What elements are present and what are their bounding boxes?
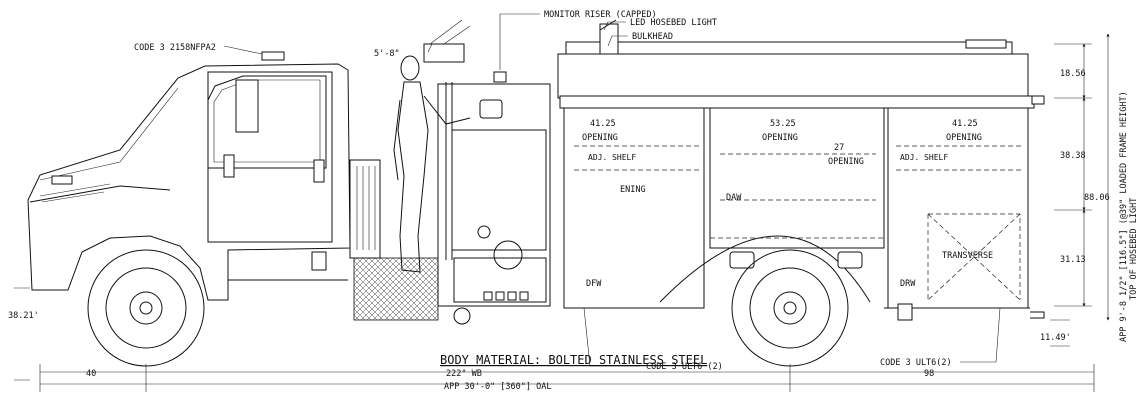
dimension-texts: 18.56 38.38 31.13 88.06 38.21' 11.49' 40…	[8, 69, 1110, 392]
ult6-right-label: CODE 3 ULT6(2)	[880, 358, 952, 368]
dim-front-approach: 38.21'	[8, 311, 39, 321]
person-figure	[393, 55, 471, 273]
dim-top: 18.56	[1060, 69, 1086, 79]
headlight	[51, 175, 73, 185]
dimension-lines	[14, 33, 1110, 392]
callout-texts: CODE 3 2158NFPA2 MONITOR RISER (CAPPED) …	[134, 10, 952, 372]
left-shelf: ADJ. SHELF	[588, 153, 636, 162]
dim-rear-overhang: 98	[924, 369, 934, 379]
side-mirror	[235, 79, 259, 133]
cab-lightbar	[261, 51, 285, 61]
step-tread	[353, 257, 439, 321]
front-wheel	[87, 249, 205, 367]
center-opening: OPENING	[762, 133, 798, 143]
dim-total: 88.06	[1084, 193, 1110, 203]
hosebed-light-label: LED HOSEBED LIGHT	[630, 18, 717, 28]
battery-box	[349, 159, 381, 259]
dim-oal: APP 30'-0" [360"] OAL	[444, 382, 551, 392]
monitor-label: MONITOR RISER (CAPPED)	[544, 10, 657, 20]
beacon	[493, 71, 507, 83]
compartment-right	[887, 107, 1029, 309]
partial-opening: ENING	[620, 185, 646, 195]
center-width: 53.25	[770, 119, 796, 129]
right-width: 41.25	[952, 119, 978, 129]
dim-wheelbase: 222" WB	[446, 369, 482, 379]
cab	[27, 51, 351, 301]
body-material-title: BODY MATERIAL: BOLTED STAINLESS STEEL	[440, 353, 707, 367]
compartment-texts: 41.25 OPENING 53.25 OPENING 27 OPENING 4…	[582, 119, 993, 289]
hosebed-light	[1031, 95, 1045, 105]
center-height: 27	[834, 143, 844, 153]
transverse-label: TRANSVERSE	[942, 251, 993, 261]
drw-label: DRW	[900, 279, 916, 289]
dim-front-overhang: 40	[86, 369, 96, 379]
person-height-label: 5'-8"	[374, 49, 400, 59]
hosebed	[557, 53, 1029, 99]
ult6-left-label: CODE 3 ULT6 (2)	[646, 362, 723, 372]
pump-house	[349, 19, 551, 325]
ladder-rack	[965, 39, 1007, 49]
top-rail	[559, 95, 1035, 109]
compartment-left	[563, 107, 705, 309]
cab-window	[207, 75, 327, 169]
door-handle	[313, 159, 325, 183]
monitor-box	[423, 43, 465, 63]
dim-rear-departure: 11.49'	[1040, 333, 1071, 343]
left-opening: OPENING	[582, 133, 618, 143]
bulkhead-label: BULKHEAD	[632, 32, 673, 42]
compartment-center	[709, 107, 885, 249]
lightbar-label: CODE 3 2158NFPA2	[134, 43, 216, 53]
leader-lines	[223, 13, 1001, 367]
daw-label: DAW	[726, 193, 742, 203]
apparatus-body	[557, 19, 1045, 321]
vertical-note: APP 9'-8 1/2" [116.5"] (@39" LOADED FRAM…	[1119, 91, 1139, 342]
right-opening: OPENING	[946, 133, 982, 143]
vertical-note-line2: TOP OF HOSEBED LIGHT	[1129, 198, 1139, 300]
vertical-note-line1: APP 9'-8 1/2" [116.5"] (@39" LOADED FRAM…	[1119, 91, 1129, 342]
dim-lower: 31.13	[1060, 255, 1086, 265]
center-opening-2: OPENING	[828, 157, 864, 167]
dfw-label: DFW	[586, 279, 602, 289]
right-shelf: ADJ. SHELF	[900, 153, 948, 162]
left-width: 41.25	[590, 119, 616, 129]
dim-upper: 38.38	[1060, 151, 1086, 161]
